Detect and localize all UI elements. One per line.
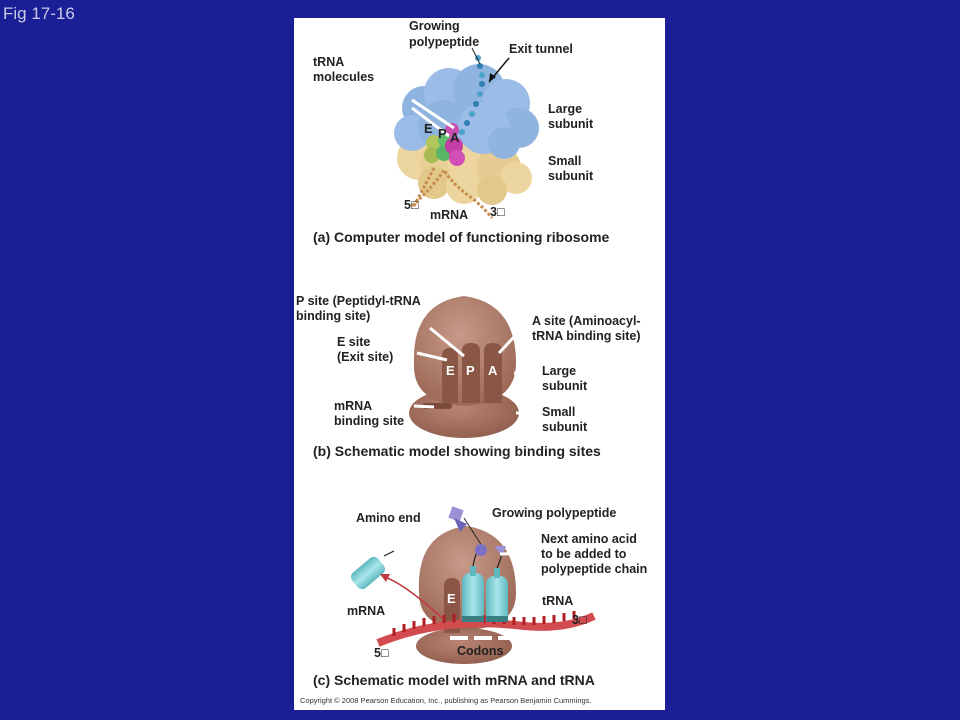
binding-site-slots <box>442 343 502 403</box>
label-codons: Codons <box>457 644 504 658</box>
label-amino-end: Amino end <box>356 511 421 525</box>
leader-p-site <box>429 326 465 358</box>
caption-b: (b) Schematic model showing binding site… <box>313 443 601 459</box>
label-trna-molecules-2: molecules <box>313 70 374 84</box>
label-e-site: E site <box>337 335 370 349</box>
label-growing-polypeptide: Growing <box>409 19 460 33</box>
label-large-subunit-2: subunit <box>548 117 594 131</box>
caption-a: (a) Computer model of functioning riboso… <box>313 229 610 245</box>
polypeptide-chain <box>448 506 506 556</box>
label-large-subunit-b: Large <box>542 364 576 378</box>
label-small-subunit-b-2: subunit <box>542 420 588 434</box>
label-five-prime-c: 5□ <box>374 646 389 660</box>
label-small-subunit-b: Small <box>542 405 575 419</box>
label-a-site-2: tRNA binding site) <box>532 329 641 343</box>
label-next-amino-acid: Next amino acid <box>541 532 637 546</box>
figure-label: Fig 17-16 <box>3 4 75 23</box>
label-mrna: mRNA <box>430 208 468 222</box>
label-site-p-b: P <box>466 363 475 378</box>
leader-trna-1 <box>411 98 455 130</box>
label-exit-tunnel: Exit tunnel <box>509 42 573 56</box>
anticodon-bars <box>462 616 508 622</box>
label-three-prime-c: 3□ <box>572 613 587 627</box>
label-mrna-binding-site: mRNA <box>334 399 372 413</box>
label-three-prime: 3□ <box>490 205 505 219</box>
label-site-e: E <box>424 121 433 136</box>
label-large-subunit-b-2: subunit <box>542 379 588 393</box>
copyright-notice: Copyright © 2008 Pearson Education, Inc.… <box>300 696 592 705</box>
label-site-a-b: A <box>488 363 498 378</box>
arrow-exit-tunnel <box>489 73 496 82</box>
label-next-amino-acid-2: to be added to <box>541 547 627 561</box>
label-p-site: P site (Peptidyl-tRNA <box>296 294 421 308</box>
leader-mrna-site <box>413 404 435 409</box>
label-small-subunit-2: subunit <box>548 169 594 183</box>
label-site-e-b: E <box>446 363 455 378</box>
figure-panel: Growing polypeptide Exit tunnel tRNA mol… <box>294 18 665 710</box>
codon-markers <box>450 636 516 640</box>
label-site-a: A <box>450 130 460 145</box>
mrna-strand <box>376 612 596 647</box>
leader-trna-2 <box>411 106 450 138</box>
caption-c: (c) Schematic model with mRNA and tRNA <box>313 672 595 688</box>
label-five-prime: 5□ <box>404 198 419 212</box>
ribosome-figure: Growing polypeptide Exit tunnel tRNA mol… <box>296 19 647 705</box>
label-trna-molecules: tRNA <box>313 55 344 69</box>
label-large-subunit: Large <box>548 102 582 116</box>
leader-e-site <box>416 351 448 362</box>
label-e-site-2: (Exit site) <box>337 350 393 364</box>
leader-a-site <box>497 321 529 355</box>
leader-polypeptide <box>471 47 481 65</box>
label-site-p: P <box>438 126 447 141</box>
label-site-e-c: E <box>447 591 456 606</box>
label-trna: tRNA <box>542 594 573 608</box>
label-next-amino-acid-3: polypeptide chain <box>541 562 647 576</box>
mrna-strand-model <box>410 167 494 219</box>
label-a-site: A site (Aminoacyl- <box>532 314 641 328</box>
label-p-site-2: binding site) <box>296 309 370 323</box>
label-growing-polypeptide-2: polypeptide <box>409 35 479 49</box>
label-small-subunit: Small <box>548 154 581 168</box>
leader-next-amino-acid <box>499 551 535 556</box>
exit-arrow-head <box>380 574 390 582</box>
mrna-strand-left <box>412 167 436 207</box>
panel-b-schematic-sites: E P A P site (Peptidyl-tRNA binding site… <box>296 294 641 459</box>
panel-a-computer-model: Growing polypeptide Exit tunnel tRNA mol… <box>313 19 610 245</box>
polypeptide-chain-model <box>459 55 485 135</box>
label-growing-polypeptide-c: Growing polypeptide <box>492 506 616 520</box>
label-mrna-c: mRNA <box>347 604 385 618</box>
e-site-slot <box>444 578 460 633</box>
label-mrna-binding-site-2: binding site <box>334 414 404 428</box>
exiting-trna <box>351 550 395 590</box>
trna-model <box>424 123 465 166</box>
panel-c-schematic-mrna-trna: E Amino end Growing polypeptide Next ami… <box>313 506 647 688</box>
